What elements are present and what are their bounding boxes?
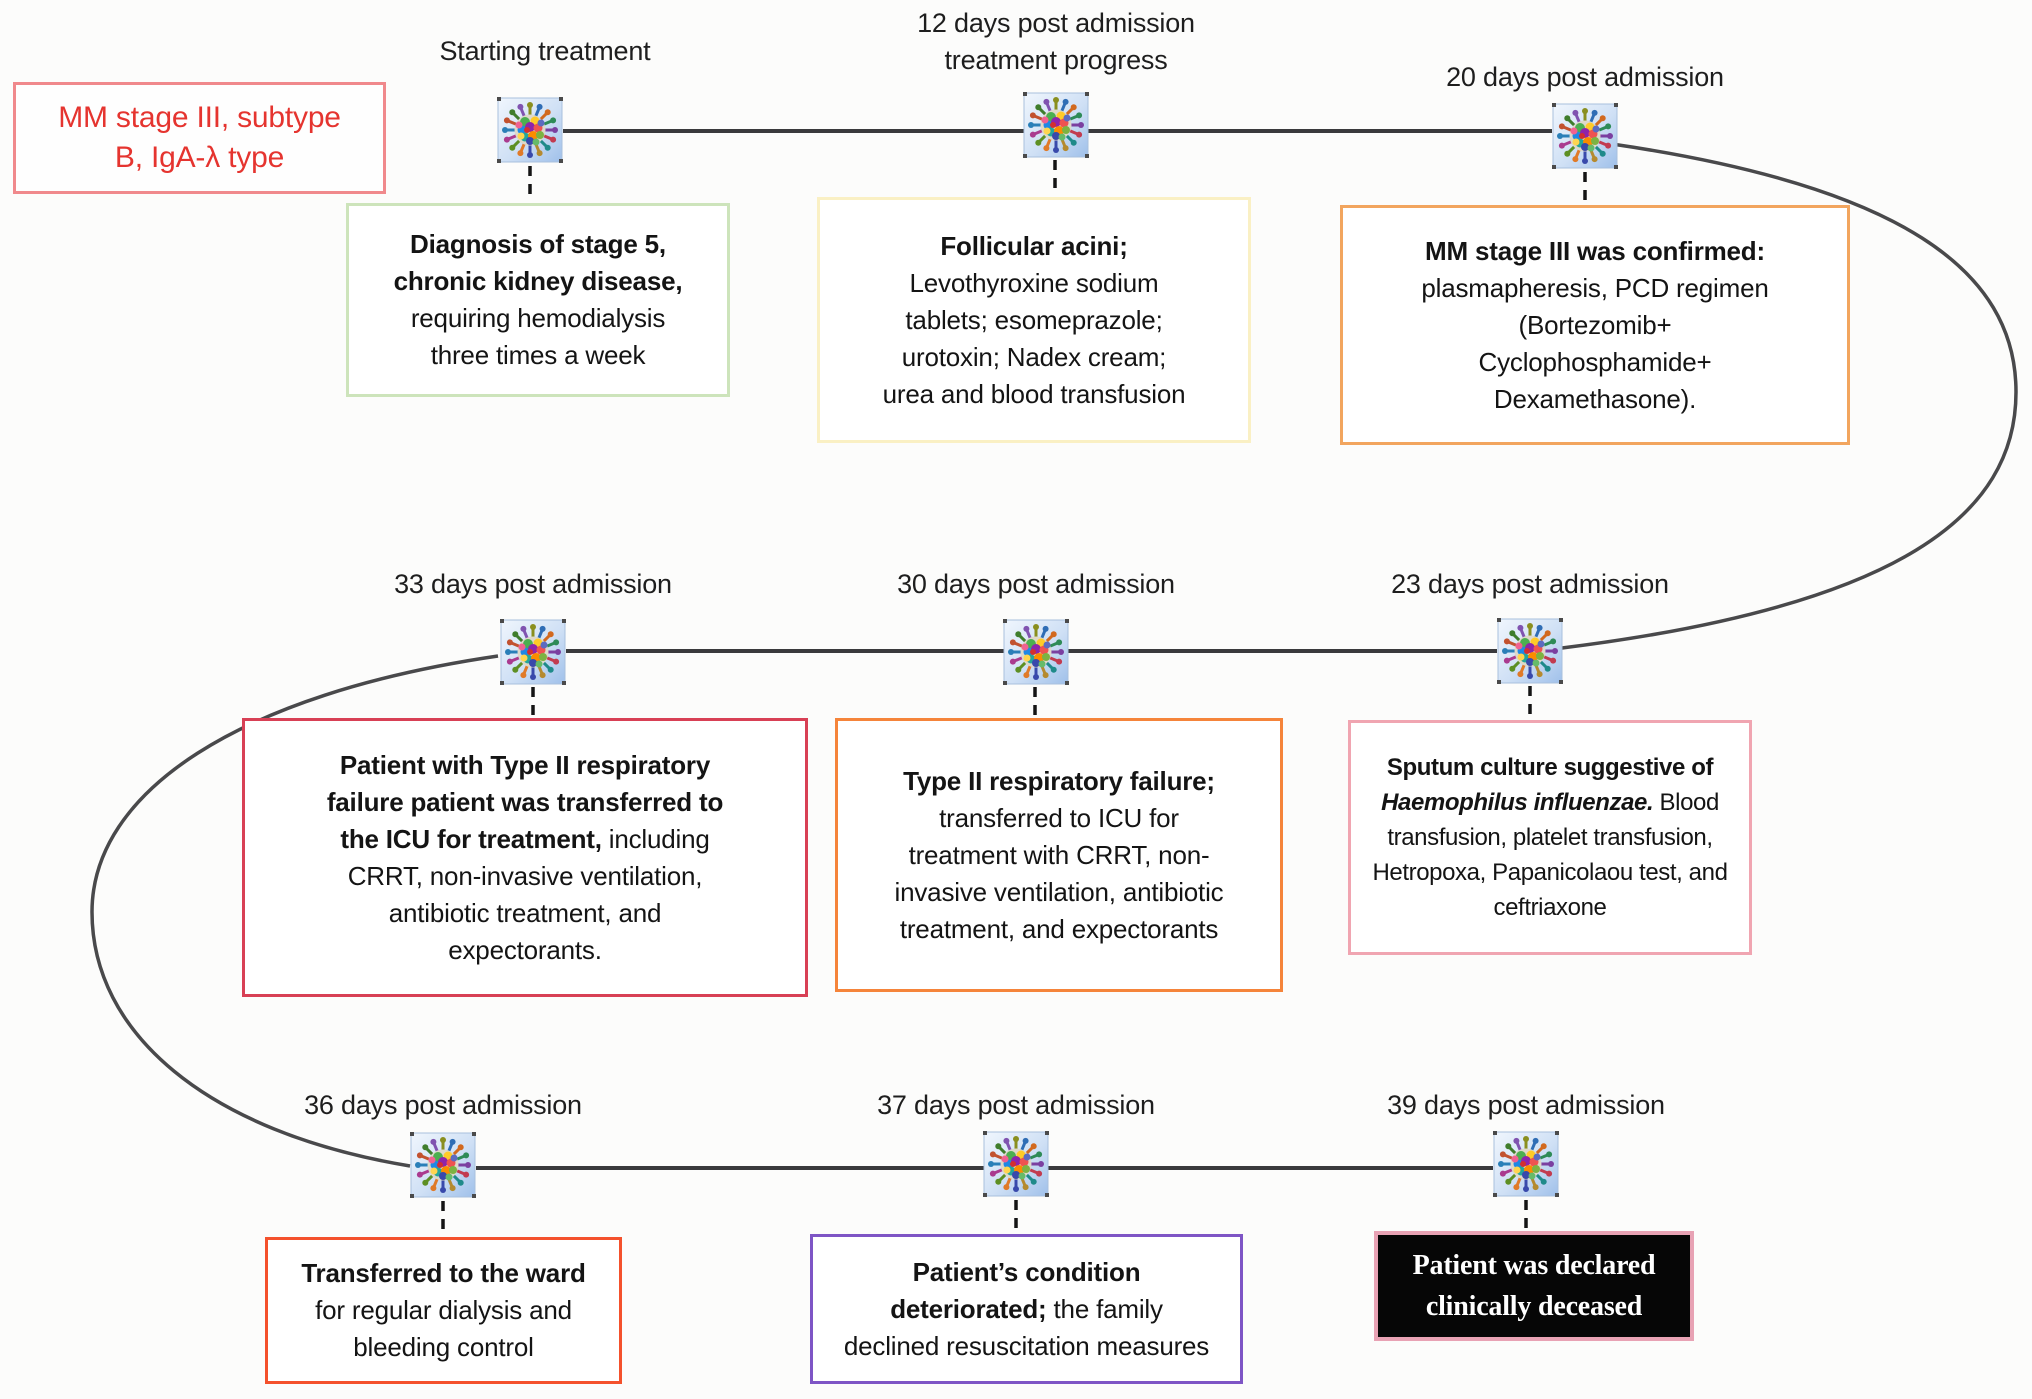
event-box-mm-confirmed: MM stage III was confirmed: plasmapheres… — [1340, 205, 1850, 445]
event-bold-text: Patient’s condition deteriorated; — [890, 1256, 1141, 1324]
event-bold-text: Diagnosis of stage 5, chronic kidney dis… — [393, 229, 683, 296]
node-label-39-days: 39 days post admission — [1387, 1090, 1665, 1120]
virus-icon — [1003, 619, 1069, 685]
event-regular-text: the family declined resuscitation measur… — [843, 1293, 1210, 1361]
event-box-respiratory-failure-30: Type II respiratory failure; transferred… — [835, 718, 1283, 992]
event-bold-italic-text: Haemophilus influenzae. — [1381, 789, 1654, 816]
node-label-30-days: 30 days post admission — [897, 569, 1175, 599]
node-label-20-days: 20 days post admission — [1446, 62, 1724, 92]
event-regular-text: Blood transfusion, platelet transfusion,… — [1372, 789, 1728, 921]
virus-icon — [410, 1132, 476, 1198]
virus-icon — [1552, 103, 1618, 169]
event-box-ward-transfer: Transferred to the ward for regular dial… — [265, 1237, 622, 1384]
event-box-condition-deteriorated: Patient’s condition deteriorated; the fa… — [810, 1234, 1243, 1384]
event-box-icu-transfer-33: Patient with Type II respiratory failure… — [242, 718, 808, 997]
node-label-36-days: 36 days post admission — [304, 1090, 582, 1120]
node-label-23-days: 23 days post admission — [1391, 569, 1669, 599]
node-label-37-days: 37 days post admission — [877, 1090, 1155, 1120]
event-bold-text: MM stage III was confirmed: — [1425, 235, 1765, 266]
event-box-follicular-acini: Follicular acini; Levothyroxine sodium t… — [817, 197, 1251, 443]
event-bold-text: Type II respiratory failure; — [903, 765, 1215, 796]
event-box-sputum-culture: Sputum culture suggestive of Haemophilus… — [1348, 720, 1752, 955]
virus-icon — [500, 619, 566, 685]
event-bold-text: Patient was declared clinically deceased — [1412, 1250, 1656, 1322]
virus-icon — [1493, 1131, 1559, 1197]
event-bold-text: Transferred to the ward — [301, 1258, 586, 1288]
node-label-starting-treatment: Starting treatment — [439, 36, 651, 66]
event-regular-text: for regular dialysis and bleeding contro… — [315, 1295, 572, 1362]
event-box-deceased: Patient was declared clinically deceased — [1374, 1231, 1694, 1341]
event-bold-text: Follicular acini; — [940, 230, 1128, 261]
event-regular-text: plasmapheresis, PCD regimen (Bortezomib+… — [1421, 272, 1769, 414]
patient-info-box: MM stage III, subtype B, IgA-λ type — [13, 82, 386, 194]
event-bold-text: Sputum culture suggestive of — [1386, 754, 1714, 781]
virus-icon — [1023, 92, 1089, 158]
event-box-diagnosis-ckd: Diagnosis of stage 5, chronic kidney dis… — [346, 203, 730, 397]
event-regular-text: requiring hemodialysis three times a wee… — [410, 303, 666, 370]
event-regular-text: Levothyroxine sodium tablets; esomeprazo… — [882, 267, 1186, 409]
virus-icon — [1497, 618, 1563, 684]
virus-icon — [983, 1131, 1049, 1197]
node-label-12-days: 12 days post admission treatment progres… — [917, 8, 1195, 75]
node-label-33-days: 33 days post admission — [394, 569, 672, 599]
event-regular-text: transferred to ICU for treatment with CR… — [894, 802, 1224, 944]
virus-icon — [497, 97, 563, 163]
